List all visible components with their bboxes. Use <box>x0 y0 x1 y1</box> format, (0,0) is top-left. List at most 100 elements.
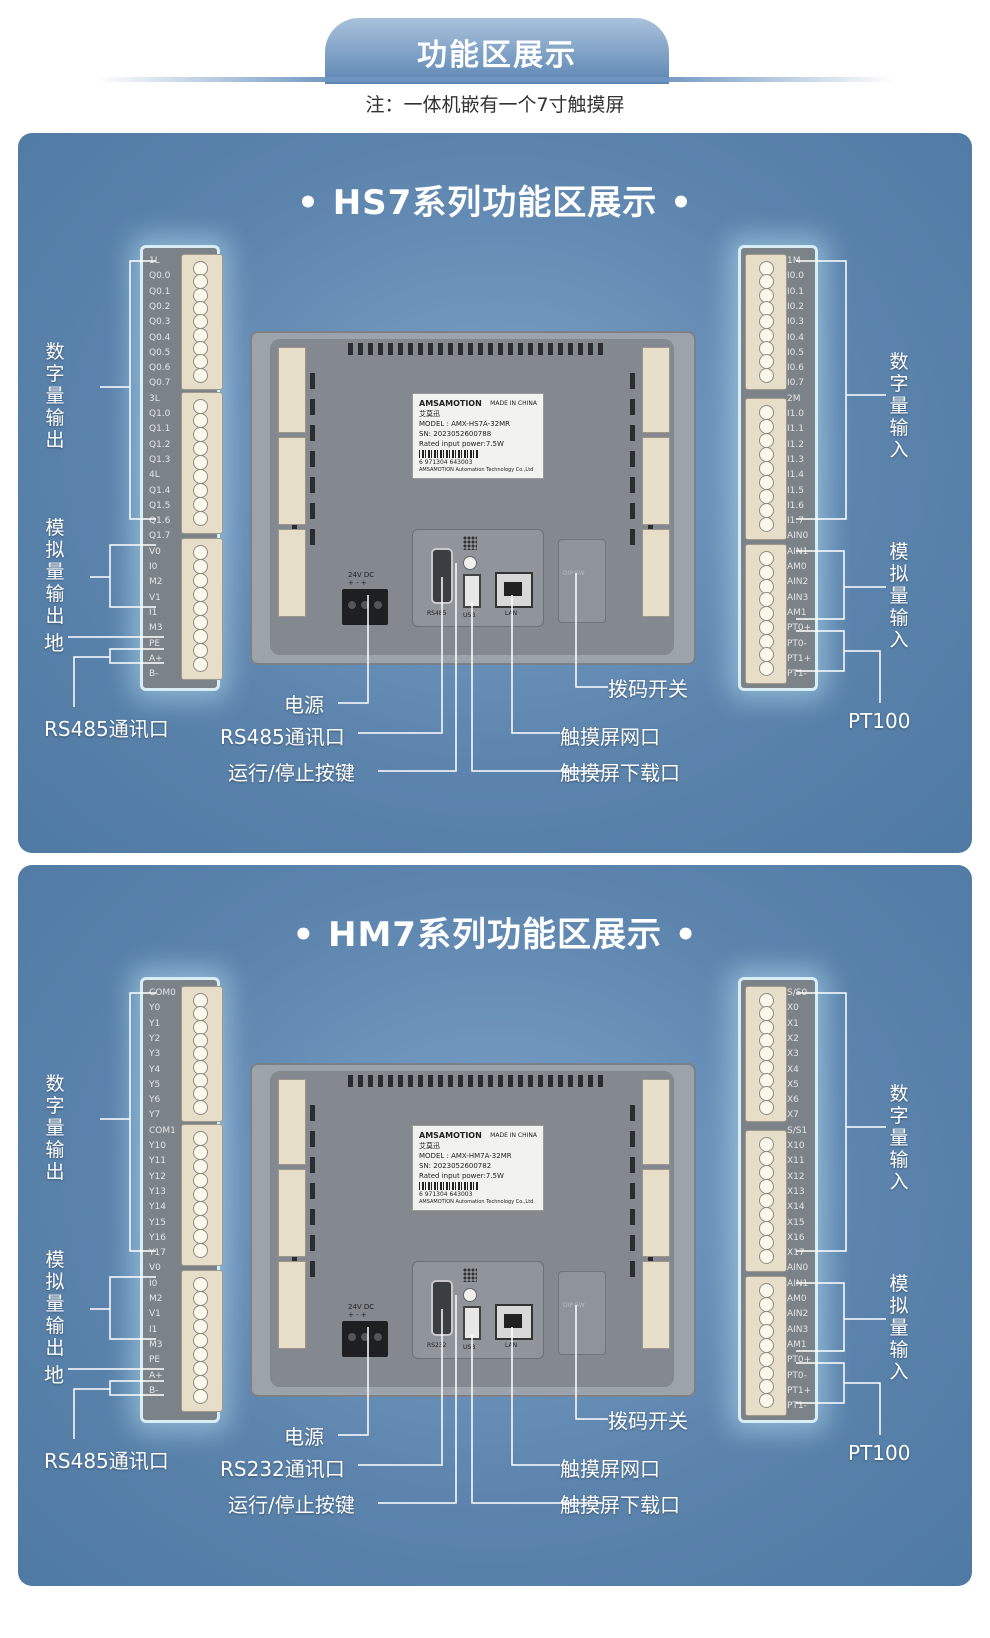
terminal-screw <box>759 1099 774 1115</box>
vent-slot <box>588 343 593 355</box>
mini-terminal <box>278 347 306 433</box>
terminal-screw <box>759 367 774 383</box>
vent-slot <box>558 343 563 355</box>
page-title: 功能区展示 <box>417 38 577 73</box>
pin-label: M3 <box>149 1339 163 1350</box>
terminal-screw <box>193 1389 208 1404</box>
pin-label: I0.5 <box>787 347 804 358</box>
leader-line <box>358 1309 443 1466</box>
pin-label: I0.6 <box>787 363 804 374</box>
pin-label: Y12 <box>149 1171 166 1182</box>
mini-terminal <box>278 529 306 617</box>
psu-polarity: + - + <box>348 579 367 587</box>
vent-slot <box>310 1105 315 1121</box>
vent-slot <box>368 1075 373 1087</box>
vent-slot <box>568 1075 573 1087</box>
vent-slot <box>418 343 423 355</box>
vent-slot <box>558 1075 563 1087</box>
mini-terminal <box>642 1169 670 1257</box>
pin-label: I0 <box>149 1278 158 1289</box>
pin-label: PE <box>149 638 161 649</box>
leader-line <box>796 550 845 620</box>
pin-label: Q1.0 <box>149 409 171 419</box>
pin-label: Q0.6 <box>149 363 171 374</box>
pin-label: Q1.2 <box>149 439 171 450</box>
pin-label: I1.0 <box>787 409 804 419</box>
pin-label: AIN2 <box>787 1309 809 1320</box>
leader-line <box>73 1388 110 1439</box>
leader-line <box>575 573 608 688</box>
vent-slot <box>518 343 523 355</box>
pin-label: I1 <box>149 607 158 618</box>
run-stop-key[interactable] <box>463 1288 477 1302</box>
pin-label: 1M <box>787 256 801 266</box>
vent-slot <box>630 1183 635 1199</box>
barcode-icon <box>419 1182 479 1190</box>
pin-label: Y17 <box>149 1248 166 1259</box>
terminal-block <box>181 986 223 1122</box>
label-run-stop-key: 运行/停止按键 <box>228 761 355 785</box>
lan-port-icon[interactable] <box>495 572 533 608</box>
run-stop-key[interactable] <box>463 556 477 570</box>
leader-lines <box>68 260 886 772</box>
pin-label: Q1.5 <box>149 500 171 511</box>
vent-slot <box>398 343 403 355</box>
pin-label: Y0 <box>149 1003 161 1014</box>
speaker-icon <box>463 1268 477 1282</box>
brand-cn-text: 艾莫迅 <box>419 1142 440 1150</box>
vent-slot <box>630 529 635 545</box>
leader-line <box>73 656 110 707</box>
label-analog-output: 模拟量输出 <box>45 517 65 627</box>
brand-cn-text: 艾莫迅 <box>419 410 440 418</box>
psu-label: 24V DC <box>348 1303 375 1311</box>
pin-label: Q0.4 <box>149 332 171 343</box>
vent-slot <box>630 373 635 389</box>
pin-label: AIN2 <box>787 577 809 588</box>
vent-slot <box>588 1075 593 1087</box>
terminal-block <box>745 986 787 1122</box>
barcode-number: 6 971304 643003 <box>419 1191 473 1198</box>
pin-label: Y13 <box>149 1186 166 1197</box>
pin-label: Q1.7 <box>149 531 171 542</box>
speaker-icon <box>463 536 477 550</box>
vent-slot <box>630 399 635 415</box>
pin-label: X15 <box>787 1217 805 1228</box>
pin-label: I0.4 <box>787 332 804 343</box>
vent-slot <box>538 1075 543 1087</box>
nameplate-company: AMSAMOTION Automation Technology Co.,Ltd <box>419 467 534 473</box>
vent-slot <box>348 1075 353 1087</box>
dip-switch-cover[interactable]: DIP SW <box>558 1271 606 1355</box>
pin-label: I1.6 <box>787 500 804 511</box>
pin-label: Q0.5 <box>149 347 171 358</box>
lan-port-icon[interactable] <box>495 1304 533 1340</box>
pin-label: AM0 <box>787 1294 807 1304</box>
label-touch-usb: 触摸屏下载口 <box>560 761 680 785</box>
leader-line <box>796 992 847 1252</box>
pin-label: X5 <box>787 1079 799 1090</box>
vent-slot <box>538 343 543 355</box>
power-connector <box>342 589 388 625</box>
vent-slot <box>358 343 363 355</box>
label-rs485-terminal: RS485通讯口 <box>44 1449 169 1473</box>
dip-switch-cover[interactable]: DIP SW <box>558 539 606 623</box>
vent-slot <box>630 1235 635 1251</box>
made-in-text: MADE IN CHINA <box>490 400 537 407</box>
vent-slot <box>378 343 383 355</box>
pin-label: I1.2 <box>787 439 804 450</box>
leader-line <box>511 1327 560 1466</box>
terminal-screw <box>759 1393 774 1409</box>
vent-slot <box>478 343 483 355</box>
vent-slot <box>310 451 315 467</box>
nameplate-sn: SN: 2023052600782 <box>419 1162 492 1170</box>
pin-label: X16 <box>787 1232 805 1243</box>
pin-label: I0.1 <box>787 286 804 297</box>
vent-slot <box>310 503 315 519</box>
pin-label: I0.0 <box>787 271 804 282</box>
usb-port-label: USB <box>463 612 476 619</box>
barcode-number: 6 971304 643003 <box>419 459 473 466</box>
